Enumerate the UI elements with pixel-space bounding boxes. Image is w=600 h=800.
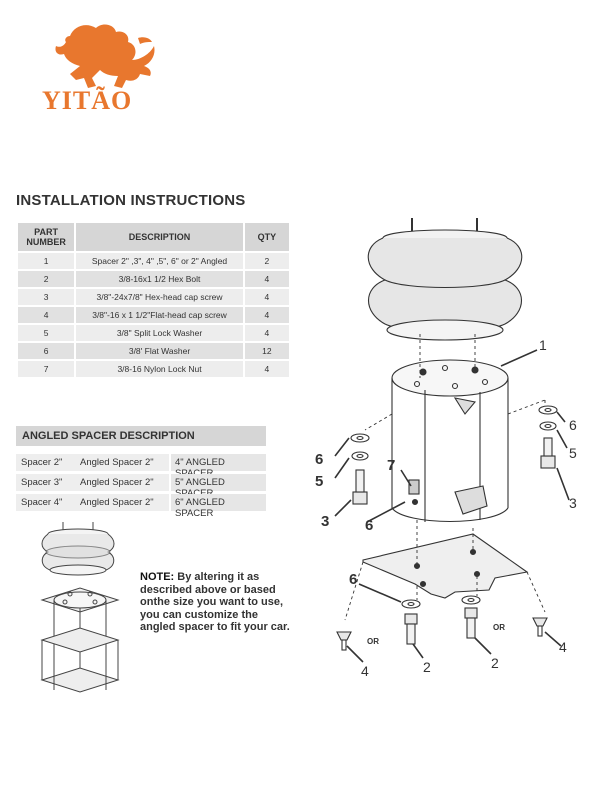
section-title: INSTALLATION INSTRUCTIONS — [16, 192, 246, 209]
table-row: 1 Spacer 2" ,3", 4" ,5", 6" or 2" Angled… — [18, 253, 289, 269]
header-part-number: PART NUMBER — [18, 223, 75, 251]
angled-spacer: Angled Spacer 2" — [80, 477, 154, 488]
angled-spacer: Angled Spacer 2" — [80, 497, 154, 508]
hardware-right — [538, 405, 558, 469]
note-body: By altering it as described above or bas… — [140, 571, 290, 633]
part-qty: 4 — [244, 271, 289, 287]
spacer-size: Spacer 4" — [21, 497, 63, 508]
part-number: 1 — [18, 253, 75, 269]
guide-lines — [344, 334, 546, 621]
angled-spacer-header: ANGLED SPACER DESCRIPTION — [16, 426, 266, 446]
label-or: OR — [493, 623, 505, 632]
angled-spacer-title: ANGLED SPACER DESCRIPTION — [22, 430, 195, 442]
note-text: NOTE: By altering it as described above … — [140, 571, 295, 634]
part-number: 3 — [18, 289, 75, 305]
label-or: OR — [367, 637, 379, 646]
parts-table: PART NUMBER DESCRIPTION QTY 1 Spacer 2" … — [16, 221, 291, 379]
header-description: DESCRIPTION — [76, 223, 243, 251]
part-qty: 4 — [244, 307, 289, 323]
parts-table-header: PART NUMBER DESCRIPTION QTY — [18, 223, 289, 251]
table-row: Spacer 3" Angled Spacer 2" 5" ANGLED SPA… — [16, 474, 266, 499]
table-row: 2 3/8-16x1 1/2 Hex Bolt 4 — [18, 271, 289, 287]
angled-spacer: Angled Spacer 2" — [80, 457, 154, 468]
label-4: 4 — [361, 663, 369, 679]
part-description: 3/8" Split Lock Washer — [76, 325, 243, 341]
part-number: 5 — [18, 325, 75, 341]
label-2: 2 — [491, 655, 499, 671]
table-row: 6 3/8' Flat Washer 12 — [18, 343, 289, 359]
result-spacer: 6" ANGLED SPACER — [175, 497, 225, 519]
part-qty: 4 — [244, 325, 289, 341]
leader-arrows — [334, 349, 570, 663]
label-6: 6 — [349, 571, 357, 588]
part-qty: 2 — [244, 253, 289, 269]
part-qty: 12 — [244, 343, 289, 359]
table-row: 4 3/8"-16 x 1 1/2"Flat-head cap screw 4 — [18, 307, 289, 323]
part-description: 3/8-16 Nylon Lock Nut — [76, 361, 243, 377]
brand-name: YITÃO — [42, 86, 133, 115]
spacer-assembly-thumbnail — [40, 522, 120, 693]
result-spacer: 5" ANGLED SPACER — [175, 477, 225, 499]
part-number: 7 — [18, 361, 75, 377]
label-6: 6 — [569, 417, 577, 433]
label-7: 7 — [387, 457, 395, 474]
part-description: 3/8' Flat Washer — [76, 343, 243, 359]
hardware-bottom — [336, 595, 548, 651]
spacer-cylinder-illustration — [391, 359, 509, 523]
table-row: Spacer 2" Angled Spacer 2" 4" ANGLED SPA… — [16, 454, 266, 479]
label-4: 4 — [559, 639, 567, 655]
note-label: NOTE: — [140, 571, 175, 583]
label-2: 2 — [423, 659, 431, 675]
label-1: 1 — [539, 337, 547, 353]
part-description: Spacer 2" ,3", 4" ,5", 6" or 2" Angled — [76, 253, 243, 269]
lion-logo-icon — [55, 24, 155, 88]
part-number: 4 — [18, 307, 75, 323]
part-description: 3/8"-24x7/8" Hex-head cap screw — [76, 289, 243, 305]
exploded-assembly-diagram: 1 6 5 3 6 7 6 5 3 6 4 2 2 4 OR OR — [315, 218, 577, 679]
label-5: 5 — [569, 445, 577, 461]
result-spacer: 4" ANGLED SPACER — [175, 457, 225, 479]
part-number: 2 — [18, 271, 75, 287]
label-6: 6 — [315, 451, 323, 468]
table-row: Spacer 4" Angled Spacer 2" 6" ANGLED SPA… — [16, 494, 266, 519]
mounting-plate-illustration — [362, 533, 529, 599]
part-description: 3/8"-16 x 1 1/2"Flat-head cap screw — [76, 307, 243, 323]
part-number: 6 — [18, 343, 75, 359]
part-description: 3/8-16x1 1/2 Hex Bolt — [76, 271, 243, 287]
hardware-left — [350, 433, 370, 505]
label-5: 5 — [315, 473, 323, 490]
spacer-size: Spacer 2" — [21, 457, 63, 468]
header-qty: QTY — [244, 223, 289, 251]
spacer-size: Spacer 3" — [21, 477, 63, 488]
table-row: 5 3/8" Split Lock Washer 4 — [18, 325, 289, 341]
table-row: 3 3/8"-24x7/8" Hex-head cap screw 4 — [18, 289, 289, 305]
part-qty: 4 — [244, 361, 289, 377]
table-row: 7 3/8-16 Nylon Lock Nut 4 — [18, 361, 289, 377]
label-3: 3 — [321, 513, 329, 530]
air-bag-illustration — [367, 218, 523, 341]
part-qty: 4 — [244, 289, 289, 305]
label-6: 6 — [365, 517, 373, 534]
label-3: 3 — [569, 495, 577, 511]
